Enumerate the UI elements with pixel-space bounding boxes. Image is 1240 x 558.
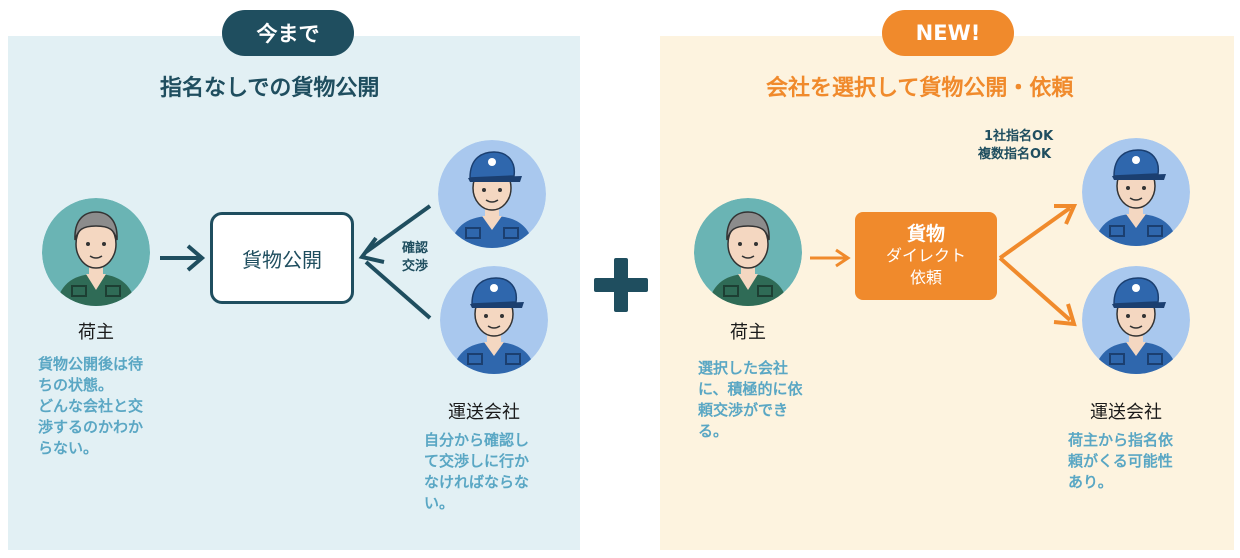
- box-line: ダイレクト: [885, 246, 966, 265]
- carrier-avatar-icon: [1082, 266, 1190, 374]
- carrier-avatar-icon: [1082, 138, 1190, 246]
- shipper-note: 貨物公開後は待 ちの状態。 どんな会社と交 渉するのかわか らない。: [38, 354, 143, 459]
- note-line: 頼がくる可能性: [1068, 452, 1173, 470]
- note-line: 荷主から指名依: [1068, 431, 1174, 449]
- confirm-negotiate-label: 確認 交渉: [402, 240, 428, 276]
- note-line: ちの状態。: [38, 376, 114, 394]
- cargo-publish-box: 貨物公開: [210, 212, 354, 304]
- note-line: 選択した会社: [698, 359, 789, 377]
- box-line: 貨物: [906, 223, 945, 245]
- before-heading: 指名なしでの貨物公開: [160, 76, 380, 101]
- note-line: に、積極的に依: [698, 380, 803, 398]
- box-line: 依頼: [909, 268, 942, 287]
- nomination-ok-note: 1社指名OK 複数指名OK: [978, 128, 1053, 164]
- note-line: 複数指名OK: [978, 147, 1052, 162]
- note-line: て交渉しに行か: [424, 452, 530, 470]
- note-line: なければならな: [424, 473, 530, 491]
- carrier-avatar-icon: [438, 140, 546, 248]
- carrier-avatar-icon: [440, 266, 548, 374]
- note-line: どんな会社と交: [38, 397, 144, 415]
- note-line: らない。: [38, 439, 99, 457]
- carrier-note: 自分から確認し て交渉しに行か なければならな い。: [424, 430, 529, 514]
- note-line: る。: [698, 422, 729, 440]
- before-badge: 今まで: [222, 10, 354, 56]
- shipper-note: 選択した会社 に、積極的に依 頼交渉ができ る。: [698, 358, 803, 442]
- note-line: い。: [424, 494, 455, 512]
- note-line: 渉するのかわか: [38, 418, 144, 436]
- shipper-avatar-icon: [42, 198, 150, 306]
- direct-request-box: 貨物 ダイレクト 依頼: [855, 212, 997, 300]
- new-badge: NEW!: [882, 10, 1014, 56]
- carrier-note: 荷主から指名依 頼がくる可能性 あり。: [1068, 430, 1173, 493]
- note-line: 自分から確認し: [424, 431, 530, 449]
- carrier-label: 運送会社: [448, 402, 520, 423]
- shipper-label: 荷主: [730, 322, 766, 343]
- shipper-label: 荷主: [78, 322, 114, 343]
- note-line: 1社指名OK: [984, 129, 1054, 144]
- note-line: 貨物公開後は待: [38, 355, 144, 373]
- new-heading: 会社を選択して貨物公開・依頼: [766, 76, 1074, 101]
- note-line: 頼交渉ができ: [698, 401, 789, 419]
- shipper-avatar-icon: [694, 198, 802, 306]
- note-line: あり。: [1068, 473, 1113, 491]
- label-line: 確認: [402, 241, 429, 256]
- label-line: 交渉: [402, 259, 429, 274]
- plus-icon: [594, 258, 648, 312]
- carrier-label: 運送会社: [1090, 402, 1162, 423]
